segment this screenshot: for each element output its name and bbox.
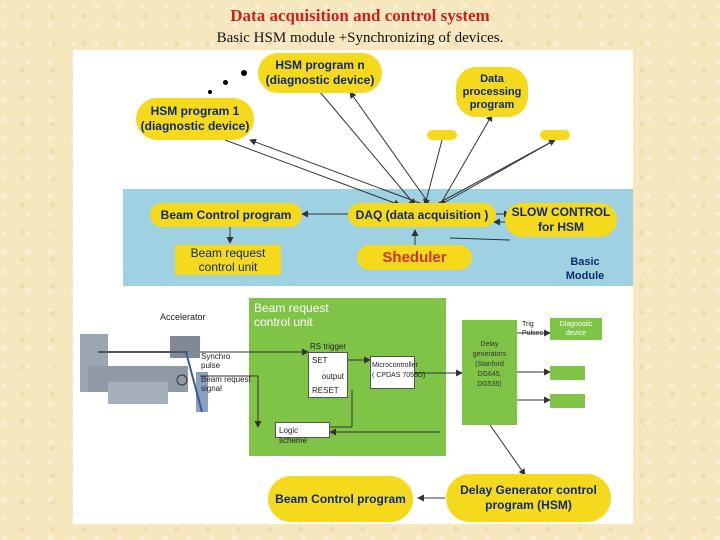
- connector-pill: [540, 130, 570, 140]
- data-processing-oval: Data processing program: [456, 67, 528, 117]
- beam-control-program-oval: Beam Control program: [150, 203, 302, 227]
- reset-label: RESET: [312, 386, 339, 395]
- set-label: SET: [312, 356, 328, 365]
- diagnostic-device-box: Diagnostic device: [550, 318, 602, 340]
- device-box: [550, 366, 585, 380]
- beam-control-program-bottom-oval: Beam Control program: [268, 476, 413, 522]
- synchro-pulse-label: Synchro pulse: [201, 352, 231, 370]
- beam-request-control-unit-box: Beam request control unit: [175, 245, 281, 275]
- beam-request-signal-label: Beam request signal: [201, 375, 251, 393]
- connector-pill: [427, 130, 457, 140]
- slow-control-oval: SLOW CONTROL for HSM: [505, 203, 617, 237]
- accelerator-schematic-icon: [80, 334, 208, 413]
- basic-module-label: Basic Module: [565, 256, 605, 282]
- delay-generators-box: Delay generators (Stanford DG645, DG535): [462, 320, 517, 425]
- rs-trigger-box: SET output RESET: [308, 352, 348, 398]
- trig-pulses-label: Trig Pulses: [522, 321, 544, 337]
- microcontroller-box: Microcontroller ( CPDAS 7055D): [370, 356, 425, 389]
- beam-request-control-unit-label: Beam request control unit: [254, 301, 329, 329]
- hsm-program-1-oval: HSM program 1 (diagnostic device): [136, 98, 254, 140]
- delay-generator-control-oval: Delay Generator control program (HSM): [446, 474, 611, 522]
- page-title: Data acquisition and control system: [230, 6, 490, 25]
- ellipsis-dot: [223, 80, 228, 85]
- accelerator-label: Accelerator: [160, 312, 206, 322]
- logic-scheme-box: Logic scheme: [275, 422, 330, 445]
- sheduler-oval: Sheduler: [357, 245, 472, 270]
- hsm-program-n-oval: HSM program n (diagnostic device): [258, 53, 382, 93]
- device-box: [550, 394, 585, 408]
- daq-oval: DAQ (data acquisition ): [348, 203, 496, 227]
- ellipsis-dot: [208, 90, 212, 94]
- rs-trigger-label: RS trigger: [310, 342, 347, 351]
- ellipsis-dot: [241, 70, 247, 76]
- output-label: output: [321, 372, 344, 381]
- page-subtitle: Basic HSM module +Synchronizing of devic…: [216, 30, 504, 46]
